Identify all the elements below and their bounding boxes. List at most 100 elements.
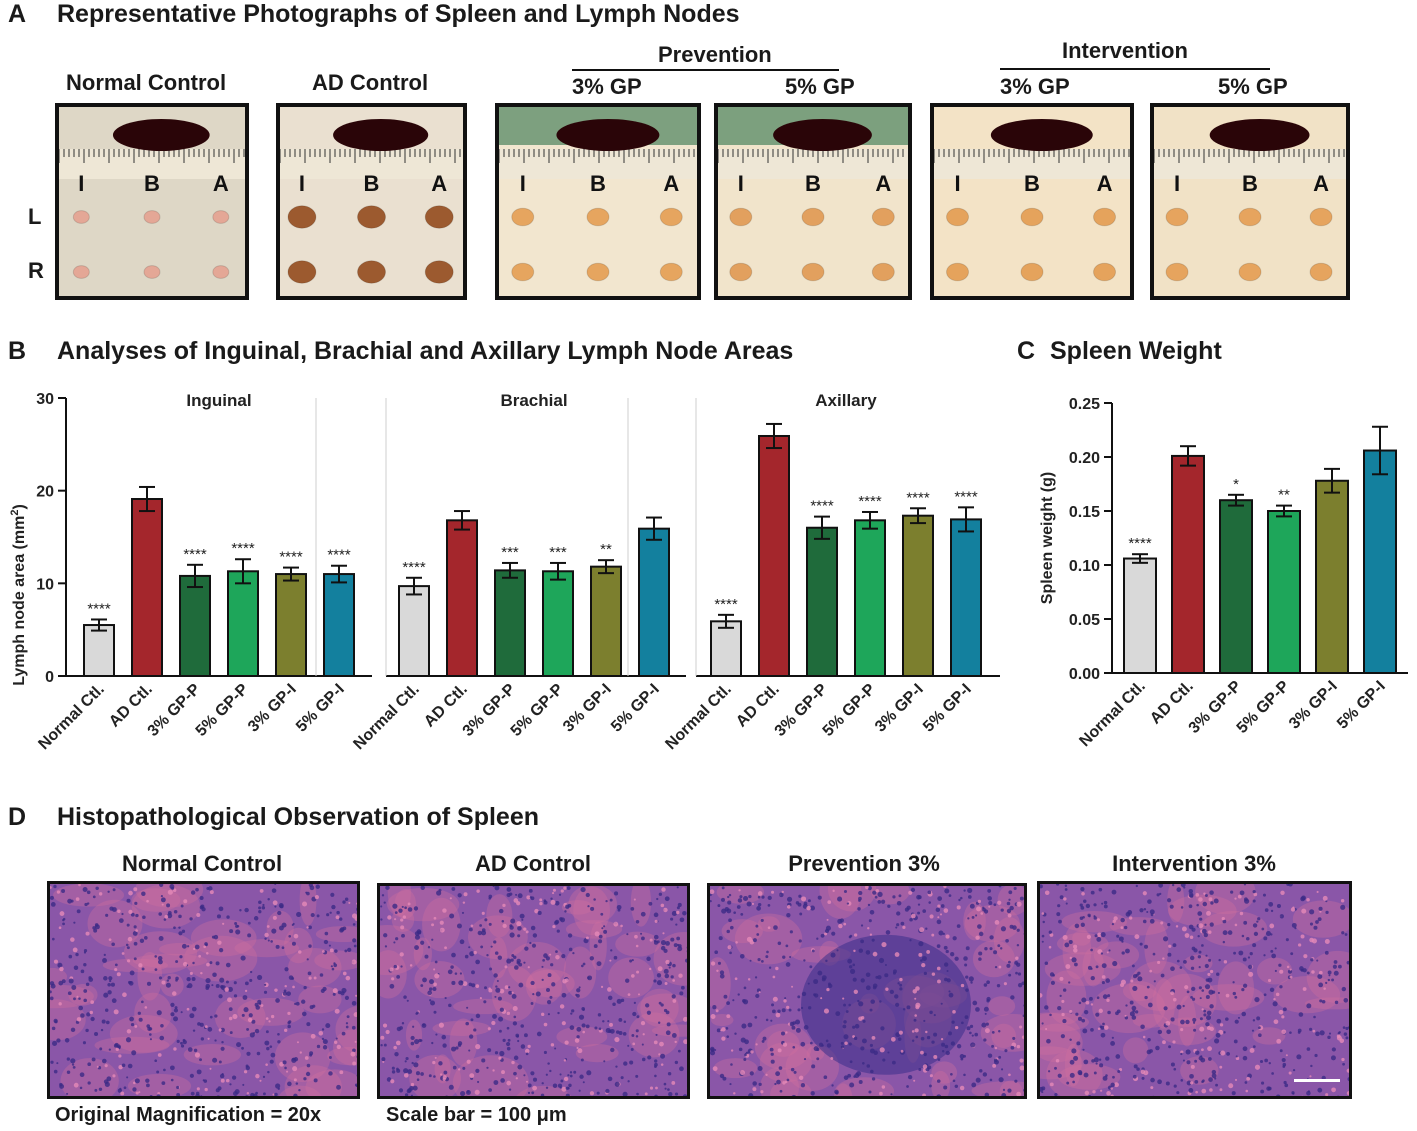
magnification-note: Original Magnification = 20x <box>55 1104 322 1126</box>
cell-nucleus <box>282 991 287 996</box>
cell-nucleus <box>458 1068 461 1071</box>
cell-nucleus <box>555 954 560 960</box>
cell-nucleus <box>64 1038 70 1043</box>
cell-nucleus <box>260 1004 264 1007</box>
cell-nucleus <box>718 936 723 941</box>
red-pulp-patch <box>964 904 1020 942</box>
cell-nucleus <box>274 884 277 886</box>
cell-nucleus <box>1169 904 1174 909</box>
cell-nucleus <box>117 1088 123 1093</box>
cell-nucleus <box>78 997 81 1000</box>
cell-nucleus <box>780 1031 785 1036</box>
cell-nucleus <box>322 1045 328 1050</box>
cell-nucleus <box>1002 1088 1006 1091</box>
cell-nucleus <box>837 896 843 902</box>
cell-nucleus <box>1254 1064 1261 1070</box>
red-pulp-patch <box>127 1073 192 1096</box>
cell-nucleus <box>84 902 88 907</box>
cell-nucleus <box>1000 1068 1004 1071</box>
cell-nucleus <box>117 909 121 914</box>
cell-nucleus <box>791 1094 796 1096</box>
cell-nucleus <box>581 1006 585 1011</box>
cell-nucleus <box>921 956 927 961</box>
cell-nucleus <box>1186 1080 1192 1086</box>
cell-nucleus <box>730 1063 733 1066</box>
cell-nucleus <box>755 993 760 999</box>
cell-nucleus <box>865 985 871 991</box>
cell-nucleus <box>333 1097 336 1099</box>
cell-nucleus <box>108 1048 111 1051</box>
cell-nucleus <box>72 1065 76 1069</box>
cell-nucleus <box>710 1095 712 1096</box>
cell-nucleus <box>403 1068 409 1074</box>
cell-nucleus <box>1040 993 1043 998</box>
cell-nucleus <box>1325 910 1329 915</box>
cell-nucleus <box>721 1036 726 1041</box>
cell-nucleus <box>1350 966 1352 970</box>
cell-nucleus <box>202 1079 205 1082</box>
cell-nucleus <box>1281 1015 1285 1019</box>
cell-nucleus <box>484 986 487 990</box>
cell-nucleus <box>1276 904 1281 909</box>
cell-nucleus <box>1176 887 1182 892</box>
cell-nucleus <box>670 937 675 942</box>
cell-nucleus <box>1149 909 1155 915</box>
cell-nucleus <box>928 901 931 904</box>
row-label-left: L <box>28 204 42 229</box>
cell-nucleus <box>946 978 951 983</box>
cell-nucleus <box>504 985 509 990</box>
cell-nucleus <box>739 895 743 899</box>
cell-nucleus <box>56 1038 61 1043</box>
cell-nucleus <box>847 958 853 964</box>
cell-nucleus <box>670 975 674 979</box>
cell-nucleus <box>1265 931 1271 937</box>
cell-nucleus <box>345 1022 349 1025</box>
cell-nucleus <box>394 918 397 921</box>
red-pulp-patch <box>1092 983 1166 1034</box>
cell-nucleus <box>205 943 208 947</box>
cell-nucleus <box>1180 1079 1184 1082</box>
cell-nucleus <box>264 1040 270 1046</box>
cell-nucleus <box>603 1060 606 1063</box>
cell-nucleus <box>1140 1024 1145 1030</box>
cell-nucleus <box>436 890 442 896</box>
spleen-specimen <box>333 119 429 151</box>
cell-nucleus <box>1243 920 1248 925</box>
cell-nucleus <box>255 1073 260 1079</box>
cell-nucleus <box>90 1000 95 1004</box>
cell-nucleus <box>950 952 955 957</box>
cell-nucleus <box>578 986 581 989</box>
cell-nucleus <box>1280 890 1285 896</box>
cell-nucleus <box>1083 1059 1089 1065</box>
cell-nucleus <box>1157 960 1161 965</box>
cell-nucleus <box>552 892 555 895</box>
cell-nucleus <box>517 934 521 938</box>
cell-nucleus <box>640 1020 646 1026</box>
cell-nucleus <box>221 1073 224 1076</box>
cell-nucleus <box>413 906 419 911</box>
node-letter-a: A <box>1313 171 1329 196</box>
cell-nucleus <box>784 1080 788 1084</box>
cell-nucleus <box>775 1071 781 1077</box>
cell-nucleus <box>263 1092 266 1096</box>
cell-nucleus <box>192 961 195 965</box>
cell-nucleus <box>853 933 858 937</box>
cell-nucleus <box>1065 902 1068 905</box>
cell-nucleus <box>825 1039 829 1043</box>
cell-nucleus <box>1100 1025 1105 1030</box>
red-pulp-patch <box>1040 1012 1081 1055</box>
cell-nucleus <box>540 1093 545 1096</box>
cell-nucleus <box>1015 971 1018 975</box>
y-tick-label: 0.20 <box>1069 450 1100 467</box>
cell-nucleus <box>665 959 670 965</box>
cell-nucleus <box>190 890 196 895</box>
cell-nucleus <box>407 907 413 912</box>
cell-nucleus <box>667 1088 670 1091</box>
cell-nucleus <box>610 949 613 952</box>
cell-nucleus <box>629 959 633 963</box>
significance-label: *** <box>501 544 519 561</box>
cell-nucleus <box>475 984 480 988</box>
cell-nucleus <box>220 1027 225 1033</box>
cell-nucleus <box>410 1035 415 1041</box>
